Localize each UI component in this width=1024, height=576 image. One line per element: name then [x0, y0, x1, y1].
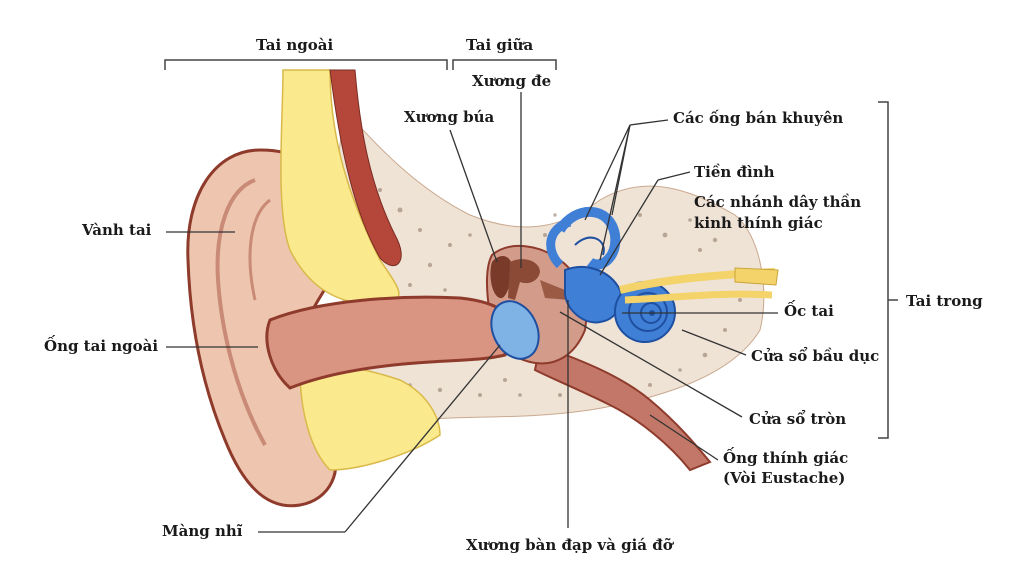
label-tai-ngoai: Tai ngoài: [256, 36, 334, 54]
bracket-tai-trong: [878, 101, 898, 439]
label-tai-giua: Tai giữa: [466, 36, 534, 54]
leader-lines: [166, 92, 778, 533]
label-mang-nhi: Màng nhĩ: [162, 522, 243, 540]
eardrum: [490, 300, 540, 360]
label-xuong-de: Xương đe: [472, 72, 552, 90]
label-cac-ong-ban-khuyen: Các ống bán khuyên: [673, 109, 844, 127]
label-xuong-bua: Xương búa: [404, 108, 495, 126]
label-cua-so-tron: Cửa sổ tròn: [749, 410, 847, 428]
bracket-tai-ngoai: [164, 59, 448, 70]
brackets: [164, 59, 898, 439]
label-ong-thinh-giac-line2: (Vòi Eustache): [723, 469, 846, 487]
label-nhanh-day-than-line2: kinh thính giác: [694, 214, 823, 232]
label-xuong-ban-dap: Xương bàn đạp và giá đỡ: [466, 536, 673, 554]
fat-tissue: [280, 69, 441, 471]
ear-canal: [265, 295, 507, 390]
label-nhanh-day-than: Các nhánh dây thần kinh thính giác: [694, 193, 861, 232]
label-oc-tai: Ốc tai: [784, 302, 834, 320]
eustachian-tube: [533, 343, 712, 472]
label-cua-so-bau-duc: Cửa sổ bầu dục: [751, 347, 880, 365]
label-ong-thinh-giac: Ống thính giác (Vòi Eustache): [723, 449, 848, 487]
label-vanh-tai: Vành tai: [82, 221, 152, 239]
ossicles: [490, 256, 570, 300]
label-tien-dinh: Tiền đình: [694, 163, 775, 181]
label-ong-thinh-giac-line1: Ống thính giác: [723, 449, 849, 467]
auditory-nerves: [619, 267, 779, 304]
muscle: [329, 69, 402, 267]
bracket-tai-giua: [452, 59, 557, 70]
label-ong-tai-ngoai: Ống tai ngoài: [44, 337, 159, 355]
label-tai-trong: Tai trong: [906, 292, 983, 310]
label-nhanh-day-than-line1: Các nhánh dây thần: [694, 193, 862, 211]
